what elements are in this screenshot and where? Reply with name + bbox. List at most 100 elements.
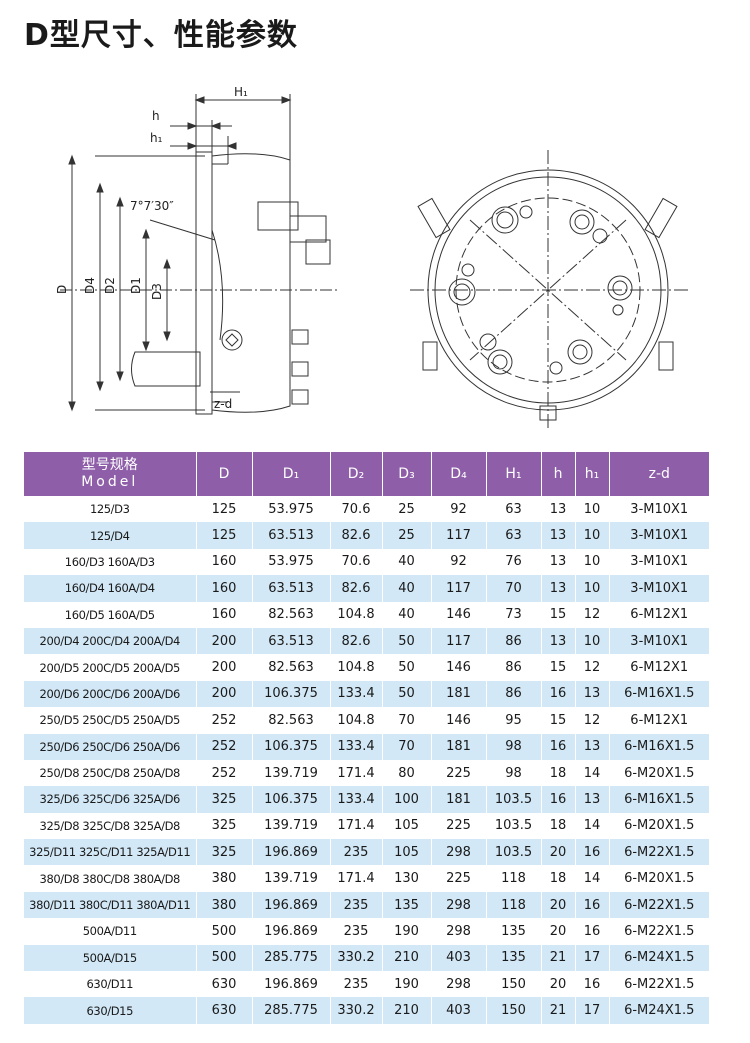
cell-value: 105 — [382, 839, 432, 866]
cell-value: 630 — [196, 971, 253, 998]
cell-model: 630/D15 — [24, 997, 197, 1024]
cell-value: 196.869 — [252, 918, 331, 945]
cell-value: 40 — [382, 575, 432, 602]
cell-value: 117 — [431, 627, 487, 655]
cell-model: 200/D6 200C/D6 200A/D6 — [24, 680, 197, 708]
cell-value: 171.4 — [330, 759, 383, 787]
cell-model: 200/D4 200C/D4 200A/D4 — [24, 627, 197, 655]
cell-value: 325 — [196, 786, 253, 813]
cell-value: 6-M16X1.5 — [609, 786, 709, 813]
cell-model: 325/D6 325C/D6 325A/D6 — [24, 786, 197, 813]
cell-value: 13 — [575, 680, 610, 708]
cell-value: 104.8 — [330, 601, 383, 628]
cell-value: 118 — [486, 865, 542, 892]
cell-value: 25 — [382, 496, 432, 523]
cell-value: 70 — [486, 575, 542, 602]
header-col: D₂ — [330, 452, 383, 496]
cell-value: 63.513 — [252, 627, 331, 655]
cell-value: 285.775 — [252, 944, 331, 972]
cell-value: 133.4 — [330, 680, 383, 708]
cell-value: 70 — [382, 707, 432, 734]
label-h1: h₁ — [150, 131, 163, 145]
cell-value: 146 — [431, 654, 487, 681]
cell-value: 330.2 — [330, 944, 383, 972]
cell-value: 70.6 — [330, 496, 383, 523]
cell-value: 196.869 — [252, 839, 331, 866]
cell-value: 135 — [382, 891, 432, 919]
cell-value: 86 — [486, 654, 542, 681]
cell-value: 133.4 — [330, 786, 383, 813]
cell-value: 53.975 — [252, 548, 331, 576]
cell-value: 6-M12X1 — [609, 707, 709, 734]
cell-value: 210 — [382, 997, 432, 1024]
cell-value: 15 — [541, 707, 576, 734]
cell-value: 6-M24X1.5 — [609, 944, 709, 972]
header-col: D₄ — [431, 452, 487, 496]
cell-value: 63 — [486, 496, 542, 523]
cell-value: 146 — [431, 601, 487, 628]
header-col: D₃ — [382, 452, 432, 496]
label-zd: z-d — [214, 397, 232, 411]
cell-model: 125/D4 — [24, 522, 197, 549]
cell-value: 18 — [541, 812, 576, 840]
cell-value: 210 — [382, 944, 432, 972]
cell-value: 14 — [575, 759, 610, 787]
cell-value: 130 — [382, 865, 432, 892]
cell-model: 325/D11 325C/D11 325A/D11 — [24, 839, 197, 866]
cell-value: 133.4 — [330, 733, 383, 760]
cell-model: 500A/D15 — [24, 944, 197, 972]
cell-value: 73 — [486, 601, 542, 628]
label-D3: D3 — [150, 283, 164, 300]
cell-model: 200/D5 200C/D5 200A/D5 — [24, 654, 197, 681]
cell-value: 95 — [486, 707, 542, 734]
cell-value: 76 — [486, 548, 542, 576]
cell-value: 100 — [382, 786, 432, 813]
header-col: h₁ — [575, 452, 610, 496]
cell-model: 380/D8 380C/D8 380A/D8 — [24, 865, 197, 892]
cell-model: 160/D4 160A/D4 — [24, 575, 197, 602]
header-col: z-d — [609, 452, 709, 496]
cell-value: 298 — [431, 891, 487, 919]
cell-value: 16 — [575, 918, 610, 945]
cell-value: 82.6 — [330, 627, 383, 655]
cell-value: 50 — [382, 627, 432, 655]
cell-value: 6-M20X1.5 — [609, 759, 709, 787]
cell-value: 106.375 — [252, 733, 331, 760]
chuck-drawing-svg: H₁ h h₁ 7°7′30″ D D4 D2 D1 D3 z-d — [55, 85, 688, 430]
cell-value: 3-M10X1 — [609, 496, 709, 523]
cell-value: 16 — [575, 971, 610, 998]
cell-value: 298 — [431, 971, 487, 998]
cell-value: 325 — [196, 839, 253, 866]
cell-value: 171.4 — [330, 812, 383, 840]
cell-value: 92 — [431, 496, 487, 523]
header-col: H₁ — [486, 452, 542, 496]
label-h: h — [152, 109, 160, 123]
cell-value: 82.6 — [330, 522, 383, 549]
cell-value: 135 — [486, 918, 542, 945]
cell-value: 63.513 — [252, 575, 331, 602]
cell-value: 196.869 — [252, 971, 331, 998]
cell-value: 13 — [541, 575, 576, 602]
cell-model: 250/D8 250C/D8 250A/D8 — [24, 759, 197, 787]
cell-value: 190 — [382, 971, 432, 998]
cell-value: 40 — [382, 548, 432, 576]
cell-value: 160 — [196, 575, 253, 602]
cell-value: 235 — [330, 839, 383, 866]
cell-value: 200 — [196, 627, 253, 655]
cell-model: 160/D5 160A/D5 — [24, 601, 197, 628]
cell-value: 225 — [431, 759, 487, 787]
cell-model: 160/D3 160A/D3 — [24, 548, 197, 576]
cell-value: 325 — [196, 812, 253, 840]
cell-value: 6-M16X1.5 — [609, 680, 709, 708]
cell-value: 6-M12X1 — [609, 654, 709, 681]
cell-value: 181 — [431, 733, 487, 760]
cell-value: 103.5 — [486, 812, 542, 840]
cell-value: 235 — [330, 918, 383, 945]
